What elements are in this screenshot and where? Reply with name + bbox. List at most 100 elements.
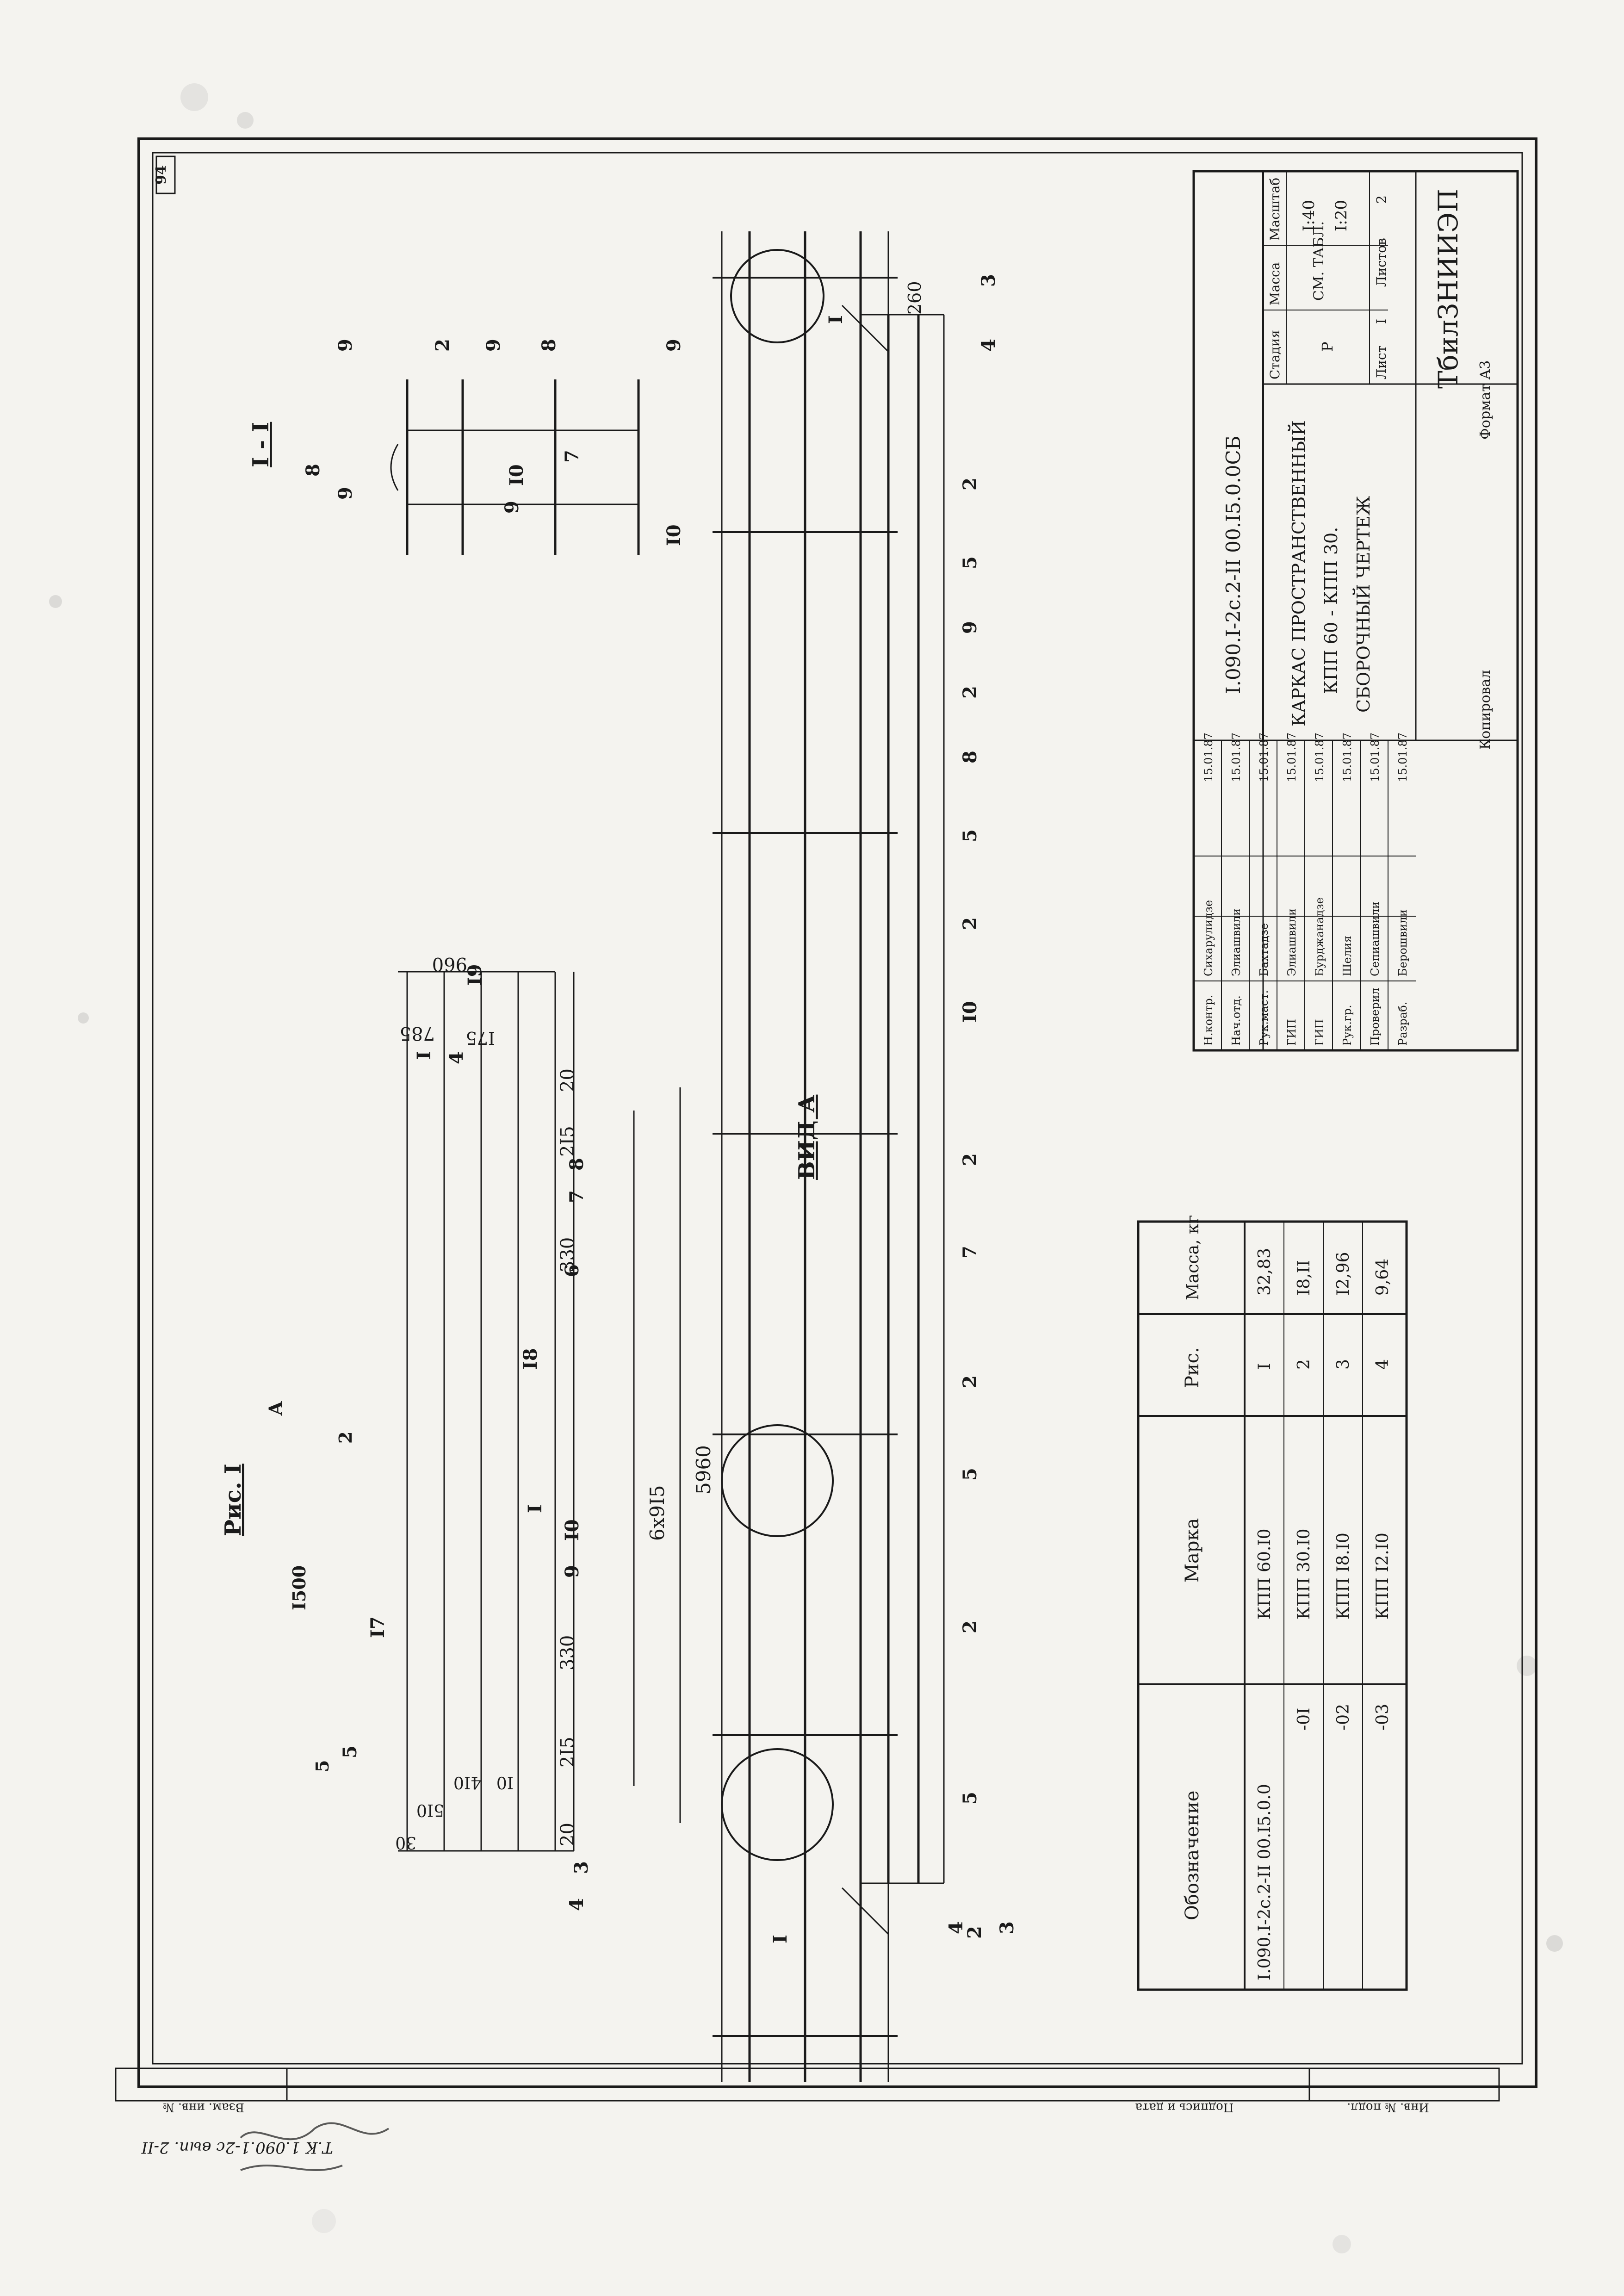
svg-text:9: 9 [663,339,685,352]
tb-scale-header: Масштаб [1267,178,1283,241]
main-leaders: 3 4 5 I7 I8 I9 9 I0 6 7 8 I I 4 [339,964,592,1911]
spec-row-4-fig: 4 [1373,1359,1392,1370]
tb-format: Формат А3 [1477,360,1494,440]
svg-text:Сихарулидзе: Сихарулидзе [1202,900,1215,976]
view-a: ВИД А I 2 3 4 5 2 5 2 7 2 I0 2 5 8 [769,274,1018,1943]
svg-text:9: 9 [335,339,356,352]
tb-title-line-1: КАРКАС ПРОСТРАНСТВЕННЫЙ [1288,420,1309,726]
sheet-frame [137,137,1537,2088]
svg-text:Разраб.: Разраб. [1396,1002,1409,1046]
svg-text:8: 8 [302,464,324,477]
svg-text:5: 5 [959,1468,981,1481]
leader-6: 6 [561,1264,583,1277]
leader-1-section: I [524,1504,546,1513]
section-title: I - I [248,422,274,467]
svg-text:15.01.87: 15.01.87 [1202,732,1215,782]
dim-20-right: 20 [557,1068,578,1092]
svg-text:2: 2 [959,686,981,699]
svg-text:9: 9 [501,501,523,514]
tb-sheets-label: Листов [1374,238,1389,287]
dim-330-left: 330 [557,1635,578,1670]
stamp-inv-orig: Инв. № подл. [1347,2100,1429,2114]
dim-175: I75 [466,1028,495,1048]
tb-mass-header: Масса [1267,262,1283,305]
title-block: I.090.I-2с.2-II 00.I5.0.0СБ КАРКАС ПРОСТ… [1192,170,1519,1052]
svg-text:Шелия: Шелия [1341,936,1354,976]
svg-text:Нач.отд.: Нач.отд. [1230,995,1243,1046]
svg-text:I0: I0 [959,1001,981,1023]
svg-text:Бахтадзе: Бахтадзе [1258,923,1271,976]
spec-header-fig: Рис. [1182,1347,1203,1388]
leader-1-right: I [413,1051,435,1060]
svg-text:15.01.87: 15.01.87 [1369,732,1382,782]
view-title: ВИД А [794,1095,820,1180]
spec-header-designation: Обозначение [1182,1791,1203,1920]
leader-8: 8 [566,1158,588,1171]
svg-text:Рук.маст.: Рук.маст. [1258,990,1271,1046]
tb-sheet-value: I [1374,319,1389,324]
spec-row-2-mass: I8,II [1295,1260,1314,1296]
svg-text:5: 5 [959,556,981,569]
dim-2: 2 [335,1432,356,1444]
svg-text:15.01.87: 15.01.87 [1313,732,1326,782]
margin-note: Т.К 1.090.1-2с вып. 2-II [141,2138,333,2157]
tb-designation: I.090.I-2с.2-II 00.I5.0.0СБ [1222,435,1245,694]
svg-text:5: 5 [959,1792,981,1805]
spec-header-mark: Марка [1182,1518,1203,1582]
dim-pitch: 6x9I5 [646,1485,669,1541]
dim-5: 5 [312,1760,333,1772]
tb-organization: ТбилЗНИИЭП [1432,189,1464,389]
spec-row-2-designation: -0I [1295,1708,1314,1731]
dim-10: I0 [496,1773,514,1792]
svg-text:ГИП: ГИП [1285,1019,1298,1046]
dim-330-right: 330 [557,1237,578,1272]
svg-text:5: 5 [959,829,981,842]
spec-row-3-mass: I2,96 [1334,1252,1353,1296]
tb-stage-value: Р [1319,341,1336,352]
leader-4-bottom: 4 [566,1898,588,1911]
dim-260: 260 [905,281,925,315]
svg-text:2: 2 [959,1375,981,1388]
svg-text:ГИП: ГИП [1313,1019,1326,1046]
leader-17: I7 [367,1616,389,1638]
tb-signatures: Н.контр. Сихарулидзе 15.01.87 Нач.отд. Э… [1202,732,1409,1046]
svg-text:Элиашвили: Элиашвили [1230,908,1243,976]
spec-row-1-mass: 32,83 [1255,1248,1274,1296]
tb-sheet-label: Лист [1374,346,1389,379]
svg-text:Н.контр.: Н.контр. [1202,995,1215,1046]
svg-text:Сепиашвили: Сепиашвили [1369,901,1382,976]
tb-title-line-2: КПП 60 - КПП 30. [1321,527,1341,694]
spec-row-4-mass: 9,64 [1373,1259,1392,1296]
spec-row-3-mark: КПП I8.I0 [1334,1533,1353,1620]
spec-row-4-mark: КПП I2.I0 [1373,1533,1392,1620]
svg-text:I: I [769,1935,791,1943]
page-number: 94 [153,165,169,185]
paper-texture [49,83,1563,2253]
tb-scale-value-2: I:20 [1332,200,1351,231]
svg-text:8: 8 [959,751,981,763]
svg-text:Берошвили: Берошвили [1396,909,1409,976]
svg-text:I0: I0 [506,464,527,486]
dimension-lines [398,971,681,1852]
svg-text:15.01.87: 15.01.87 [1285,732,1298,782]
leader-10-mid: I0 [561,1519,583,1541]
svg-text:2: 2 [959,917,981,930]
tb-title-line-3: СБОРОЧНЫЙ ЧЕРТЕЖ [1353,496,1374,713]
view-arrow: А [265,1401,287,1416]
figure-title: Рис. I [220,1464,246,1536]
leader-9-mid: 9 [561,1565,583,1578]
svg-text:3: 3 [996,1921,1018,1934]
spec-header-mass: Масса, кг [1184,1215,1203,1300]
svg-text:Бурджанадзе: Бурджанадзе [1313,897,1326,976]
tb-mass-value: СМ. ТАБЛ. [1311,221,1327,301]
svg-text:15.01.87: 15.01.87 [1258,732,1271,782]
tb-copied: Копировал [1477,670,1494,750]
spec-row-2-fig: 2 [1295,1359,1314,1370]
spec-row-3-designation: -02 [1334,1704,1353,1731]
spec-row-1-fig: I [1255,1363,1274,1370]
dim-410: 4I0 [453,1773,481,1792]
svg-text:Проверил: Проверил [1369,988,1382,1046]
tb-scale-value-1: I:40 [1300,200,1318,231]
dimension-texts: 5960 6x9I5 20 2I5 330 330 2I5 20 960 785… [289,953,715,1852]
